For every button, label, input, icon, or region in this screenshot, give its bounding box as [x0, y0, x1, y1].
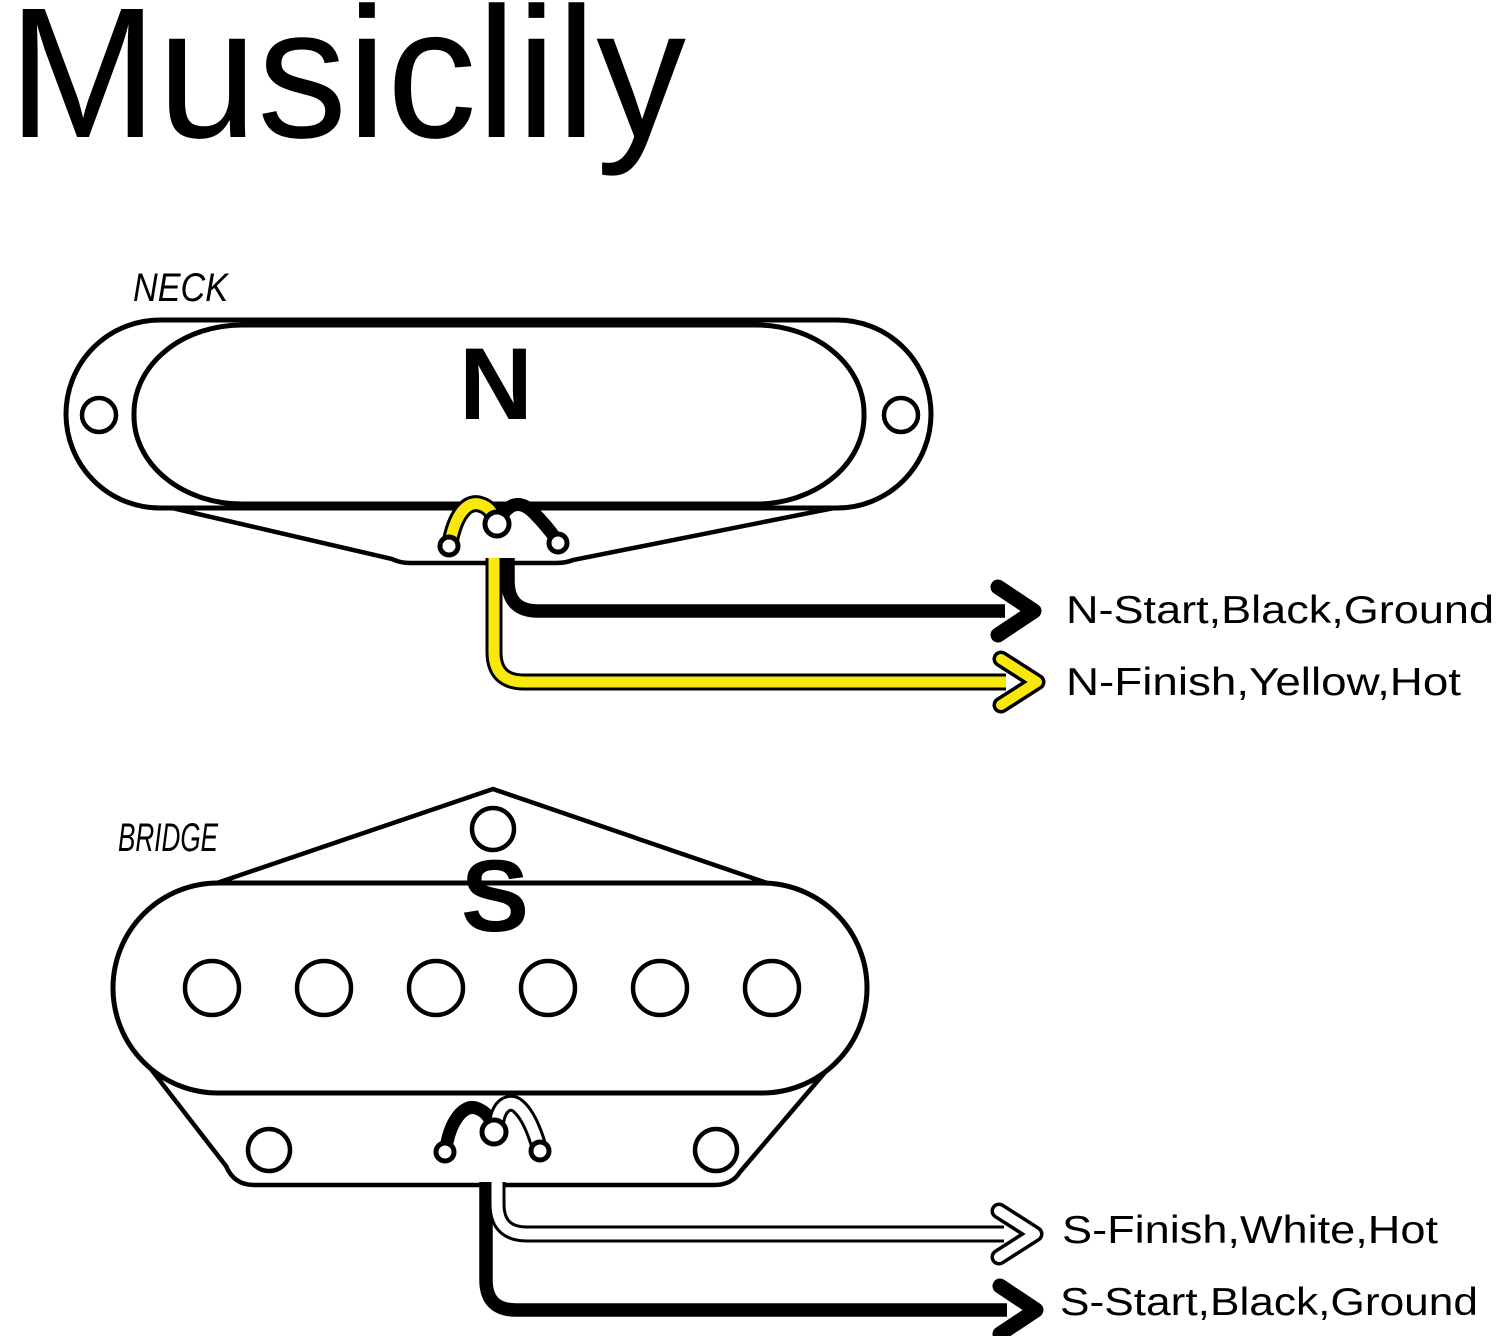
neck-mounting-hole-right	[881, 395, 921, 435]
neck-pickup: NECK N N-Start,Bl	[63, 266, 1494, 714]
bridge-polarity-letter: S	[461, 839, 529, 953]
bridge-body	[110, 880, 870, 1096]
bridge-ground-label: S-Start,Black,Ground	[1060, 1281, 1478, 1324]
neck-hot-label: N-Finish,Yellow,Hot	[1066, 661, 1461, 704]
pole-piece-4	[518, 958, 578, 1018]
bridge-pole-pieces	[182, 958, 802, 1018]
brand-logo: Musiclily	[8, 0, 686, 177]
neck-polarity-letter: N	[459, 327, 533, 441]
bridge-hot-wire-run-casing	[488, 1182, 1004, 1243]
neck-ground-wire	[496, 498, 1042, 643]
neck-ground-arrowhead-icon	[990, 579, 1042, 643]
bridge-ground-arrowhead-icon	[992, 1278, 1044, 1336]
bridge-top-plate	[213, 786, 771, 887]
bridge-hot-label: S-Finish,White,Hot	[1062, 1209, 1438, 1252]
neck-hot-wire-run	[488, 558, 1006, 688]
bridge-mounting-hole-left	[245, 1126, 293, 1174]
bridge-hot-arrowhead-icon	[994, 1206, 1040, 1262]
neck-ground-wire-run	[501, 558, 1005, 618]
bridge-center-eyelet	[479, 1117, 509, 1147]
bridge-mounting-hole-right	[692, 1126, 740, 1174]
pole-piece-3	[406, 958, 466, 1018]
bridge-pickup: BRIDGE S	[110, 786, 1478, 1336]
neck-hot-arrowhead-icon	[996, 654, 1042, 710]
bridge-hot-wire	[488, 1094, 1044, 1266]
pole-piece-6	[742, 958, 802, 1018]
neck-cover-inner	[131, 322, 867, 507]
bridge-section-label: BRIDGE	[118, 816, 219, 860]
neck-hot-wire-run-casing	[485, 558, 1006, 691]
neck-mounting-hole-left	[79, 395, 119, 435]
bridge-hot-wire-run	[491, 1182, 1004, 1240]
neck-ground-wire-end-eyelet	[546, 531, 570, 555]
neck-ground-label: N-Start,Black,Ground	[1066, 589, 1494, 632]
pole-piece-5	[630, 958, 690, 1018]
bridge-hot-wire-end-eyelet	[528, 1139, 552, 1163]
neck-section-label: NECK	[133, 266, 230, 310]
neck-center-eyelet	[482, 509, 512, 539]
bridge-ground-wire-run	[479, 1182, 1007, 1317]
bridge-hot-wire-hook	[491, 1097, 545, 1153]
bridge-ground-wire-end-eyelet	[433, 1140, 457, 1164]
neck-hot-wire-end-eyelet	[437, 534, 461, 558]
bridge-mounting-hole-top	[469, 805, 517, 853]
pole-piece-1	[182, 958, 242, 1018]
neck-baseplate-flange	[167, 504, 840, 566]
pole-piece-2	[294, 958, 354, 1018]
neck-ground-wire-hook	[496, 498, 563, 546]
